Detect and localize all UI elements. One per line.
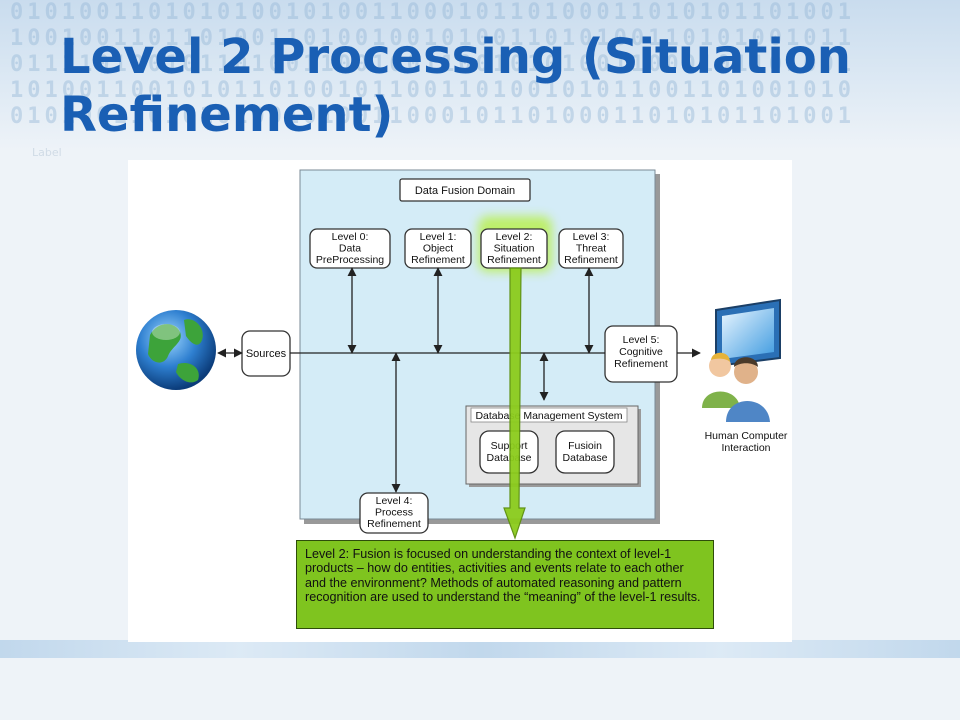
box-text-line: Level 4:	[376, 495, 413, 507]
domain-label-box	[399, 178, 531, 202]
dbms-label: Database Management System	[475, 410, 622, 422]
domain-label: Data Fusion Domain	[415, 185, 515, 197]
box-text-line: Database	[487, 452, 532, 464]
box-text-line: Level 5:	[623, 334, 660, 346]
box-text-line: Refinement	[367, 518, 421, 530]
box-text-line: Level 2:	[496, 231, 533, 243]
box-text-line: Refinement	[411, 254, 465, 266]
box-text-line: Object	[423, 243, 453, 255]
header-band: 0101001101010100101001100010110100011010…	[0, 0, 960, 150]
people-computer-icon	[702, 298, 781, 422]
globe-icon	[136, 310, 216, 390]
hci-label-line2: Interaction	[721, 442, 770, 454]
support-db-box	[479, 430, 539, 474]
footer-band	[0, 640, 960, 658]
level2-highlight-arrow	[503, 267, 526, 540]
box-text-line: Data	[339, 243, 361, 255]
header-binary-texture: 0101001101010100101001100010110100011010…	[10, 0, 856, 129]
box-text-line: Refinement	[487, 254, 541, 266]
box-text-line: Situation	[494, 243, 535, 255]
level4-box	[359, 492, 429, 534]
box-text-line: Cognitive	[619, 346, 663, 358]
slide-title: Level 2 Processing (Situation Refinement…	[60, 29, 851, 143]
box-text-line: PreProcessing	[316, 254, 384, 266]
fusion-db-box	[555, 430, 615, 474]
box-text-line: Database	[563, 452, 608, 464]
fusion-diagram: Data Fusion Domain Level 0:DataPreProces…	[136, 169, 788, 540]
box-text-line: Level 3:	[573, 231, 610, 243]
level2-explanation: Level 2: Fusion is focused on understand…	[296, 540, 714, 629]
box-text-line: Support	[491, 440, 528, 452]
faint-label: Label	[32, 146, 62, 159]
hci-label-line1: Human Computer	[705, 430, 788, 442]
box-text-line: Refinement	[614, 358, 668, 370]
box-text-line: Level 0:	[332, 231, 369, 243]
sources-label: Sources	[246, 348, 287, 360]
box-text-line: Process	[375, 507, 413, 519]
level5-box	[604, 325, 678, 383]
box-text-line: Level 1:	[420, 231, 457, 243]
box-text-line: Refinement	[564, 254, 618, 266]
box-text-line: Fusioin	[568, 440, 602, 452]
box-text-line: Threat	[576, 243, 606, 255]
